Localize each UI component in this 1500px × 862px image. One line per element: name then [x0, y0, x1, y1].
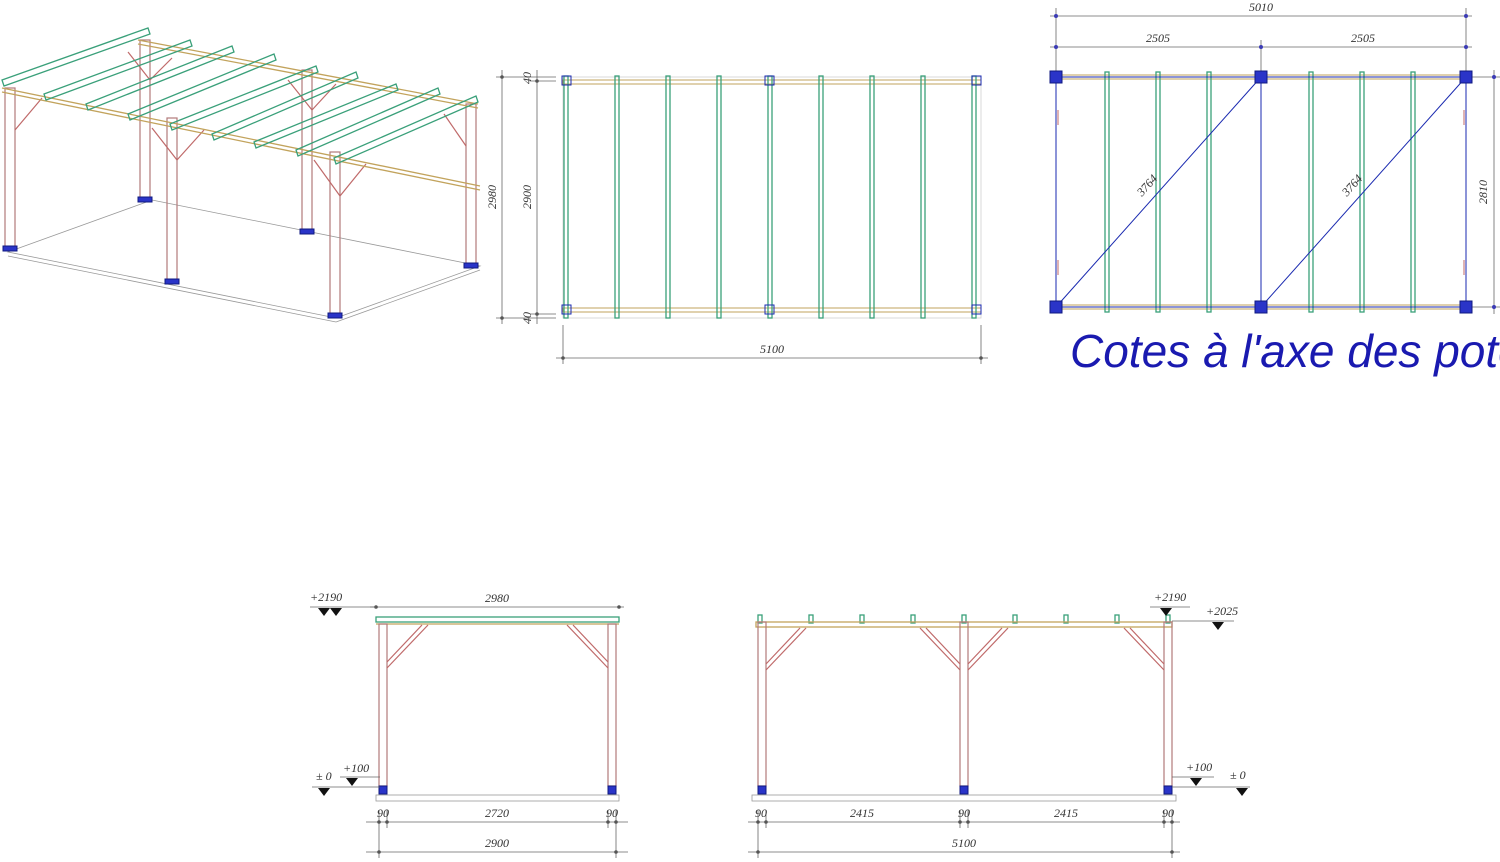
iso-beam-front-lower	[1, 91, 481, 191]
front-elevation: +2190 +2025 +100 ± 0 90 2415 90 2415 90	[748, 590, 1250, 858]
diagonal-left	[1055, 76, 1262, 308]
side-post-90-left: 90	[377, 806, 389, 820]
front-rafter-ends	[757, 614, 1171, 624]
front-level-zero: ± 0	[1230, 768, 1246, 782]
front-post-90-c: 90	[1162, 806, 1174, 820]
plan-rafters	[563, 75, 977, 319]
front-post-90-a: 90	[755, 806, 767, 820]
axis-plan-posts	[1049, 70, 1473, 314]
diag-right-label: 3764	[1338, 172, 1365, 200]
axis-plan-rafters	[1104, 71, 1416, 313]
axis-half-right-label: 2505	[1351, 31, 1375, 45]
axis-height-2810-label: 2810	[1476, 180, 1490, 204]
plan-edge-40-top: 40	[520, 72, 534, 84]
plan-edge-40-bottom: 40	[520, 312, 534, 324]
side-level-top: +2190	[310, 590, 342, 604]
side-level-100: +100	[343, 761, 369, 775]
diagonal-right	[1260, 76, 1467, 308]
ground-slab-edge	[335, 269, 481, 323]
front-level-top: +2190	[1154, 590, 1186, 604]
front-span-2415-b: 2415	[1054, 806, 1078, 820]
ground-slab-edge	[7, 255, 337, 323]
iso-beam-back	[137, 39, 479, 105]
plan-depth-2980-label: 2980	[485, 185, 499, 209]
front-level-2025: +2025	[1206, 604, 1238, 618]
front-post-90-b: 90	[958, 806, 970, 820]
axis-half-left-label: 2505	[1146, 31, 1170, 45]
iso-braces	[14, 51, 467, 197]
side-level-zero: ± 0	[316, 769, 332, 783]
side-post-90-right: 90	[606, 806, 618, 820]
plan-posts	[561, 75, 982, 315]
front-span-2415-a: 2415	[850, 806, 874, 820]
axis-total-5010-label: 5010	[1249, 0, 1273, 14]
plan-width-label: 5100	[760, 342, 784, 356]
iso-beam-front	[1, 87, 481, 187]
front-total-5100: 5100	[952, 836, 976, 850]
iso-post-bases	[2, 196, 479, 319]
iso-rafters	[1, 27, 479, 165]
post-axis-plan-view: 5010 2505 2505 2810	[1049, 0, 1500, 377]
side-inner-2720: 2720	[485, 806, 509, 820]
side-total-2900: 2900	[485, 836, 509, 850]
axis-note-title: Cotes à l'axe des poteaux	[1070, 325, 1500, 377]
plan-depth-2900-label: 2900	[520, 185, 534, 209]
ground-slab	[6, 199, 482, 319]
side-top-length-label: 2980	[485, 591, 509, 605]
top-plan-view: 5100 2980 2900 40 40	[485, 70, 988, 364]
side-elevation: 2980 +2190 +100 ± 0	[310, 590, 628, 858]
front-level-100: +100	[1186, 760, 1212, 774]
iso-posts	[4, 39, 477, 317]
isometric-view	[1, 27, 482, 323]
